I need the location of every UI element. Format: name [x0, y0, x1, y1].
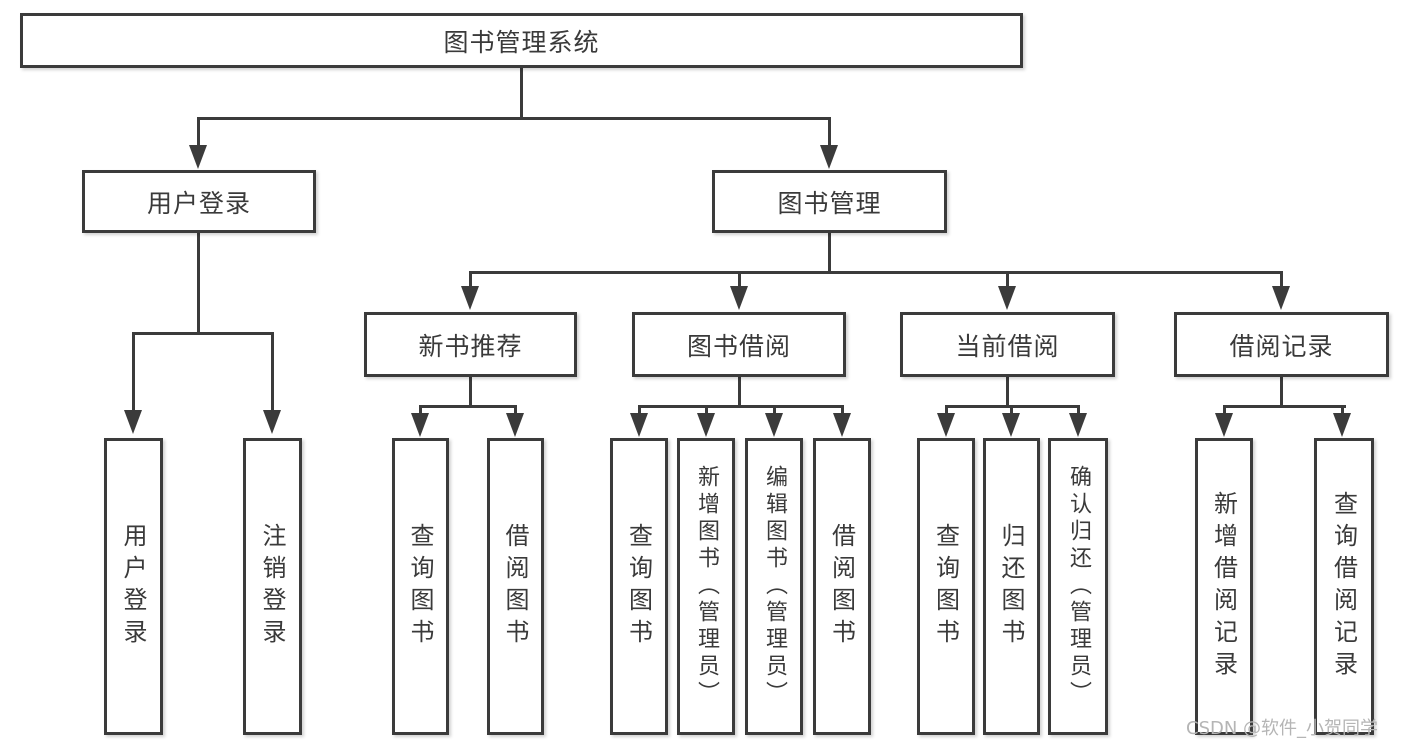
leaf-user-login: 用户登录	[104, 438, 163, 735]
leaf-borrow-book-label: 借阅图书	[827, 522, 856, 651]
leaf-query-book-borrow-label: 查询图书	[624, 522, 653, 651]
leaf-query-book-borrow: 查询图书	[610, 438, 668, 735]
node-new-book-recommend-label: 新书推荐	[418, 331, 523, 361]
node-current-borrow-label: 当前借阅	[955, 331, 1060, 361]
node-current-borrow: 当前借阅	[900, 312, 1115, 377]
arrow-down-icon	[1272, 286, 1290, 310]
connector-line	[520, 68, 523, 118]
connector-line	[469, 271, 472, 291]
arrow-down-icon	[189, 145, 207, 169]
leaf-query-book-current: 查询图书	[917, 438, 975, 735]
leaf-borrow-book-recommend: 借阅图书	[487, 438, 544, 735]
node-user-login: 用户登录	[82, 170, 316, 233]
leaf-return-book: 归还图书	[983, 438, 1040, 735]
node-root-label: 图书管理系统	[443, 27, 600, 57]
connector-line	[419, 405, 422, 417]
connector-line	[1006, 377, 1009, 408]
connector-line	[773, 405, 776, 417]
connector-line	[1010, 405, 1013, 417]
leaf-query-book-recommend-label: 查询图书	[406, 522, 434, 651]
arrow-down-icon	[765, 413, 783, 437]
arrow-down-icon	[506, 413, 524, 437]
node-book-borrow-label: 图书借阅	[686, 331, 791, 361]
arrow-down-icon	[411, 413, 429, 437]
connector-line	[945, 405, 948, 417]
node-user-login-label: 用户登录	[146, 188, 251, 218]
connector-line	[1341, 405, 1344, 417]
arrow-down-icon	[630, 413, 648, 437]
node-book-management-label: 图书管理	[777, 188, 882, 218]
leaf-logout: 注销登录	[243, 438, 302, 735]
arrow-down-icon	[833, 413, 851, 437]
arrow-down-icon	[124, 410, 142, 434]
leaf-query-borrow-record: 查询借阅记录	[1314, 438, 1374, 735]
arrow-down-icon	[998, 286, 1016, 310]
node-book-management: 图书管理	[712, 170, 947, 233]
connector-line	[738, 377, 741, 408]
leaf-query-book-current-label: 查询图书	[931, 522, 960, 651]
connector-line	[1280, 377, 1283, 408]
leaf-add-borrow-record-label: 新增借阅记录	[1209, 490, 1238, 683]
arrow-down-icon	[1215, 413, 1233, 437]
connector-line	[828, 233, 831, 274]
connector-line	[197, 117, 831, 120]
connector-line	[841, 405, 844, 417]
leaf-edit-book-admin-label: 编辑图书（管理员）	[762, 465, 787, 708]
connector-line	[1006, 271, 1009, 291]
node-borrow-record-label: 借阅记录	[1229, 331, 1334, 361]
leaf-edit-book-admin: 编辑图书（管理员）	[745, 438, 803, 735]
leaf-query-borrow-record-label: 查询借阅记录	[1329, 490, 1358, 683]
connector-line	[514, 405, 517, 417]
arrow-down-icon	[1002, 413, 1020, 437]
node-root: 图书管理系统	[20, 13, 1023, 68]
connector-line	[738, 271, 741, 291]
leaf-query-book-recommend: 查询图书	[392, 438, 449, 735]
connector-line	[638, 405, 641, 417]
connector-line	[638, 405, 844, 408]
connector-line	[132, 332, 135, 414]
arrow-down-icon	[730, 286, 748, 310]
leaf-confirm-return-admin-label: 确认归还（管理员）	[1066, 465, 1091, 708]
arrow-down-icon	[697, 413, 715, 437]
arrow-down-icon	[461, 286, 479, 310]
connector-line	[1280, 271, 1283, 291]
leaf-borrow-book-recommend-label: 借阅图书	[501, 522, 529, 651]
connector-line	[469, 271, 1283, 274]
arrow-down-icon	[937, 413, 955, 437]
connector-line	[197, 233, 200, 335]
leaf-return-book-label: 归还图书	[997, 522, 1025, 651]
leaf-logout-label: 注销登录	[258, 522, 286, 651]
leaf-user-login-label: 用户登录	[119, 522, 147, 651]
arrow-down-icon	[263, 410, 281, 434]
leaf-add-book-admin: 新增图书（管理员）	[677, 438, 735, 735]
csdn-watermark: CSDN @软件_小贺同学	[1186, 718, 1379, 739]
node-book-borrow: 图书借阅	[632, 312, 846, 377]
leaf-borrow-book: 借阅图书	[813, 438, 871, 735]
connector-line	[469, 377, 472, 408]
leaf-add-book-admin-label: 新增图书（管理员）	[694, 465, 719, 708]
leaf-add-borrow-record: 新增借阅记录	[1195, 438, 1253, 735]
arrow-down-icon	[1333, 413, 1351, 437]
connector-line	[1223, 405, 1346, 408]
arrow-down-icon	[820, 145, 838, 169]
connector-line	[1077, 405, 1080, 417]
node-borrow-record: 借阅记录	[1174, 312, 1389, 377]
connector-line	[132, 332, 274, 335]
connector-line	[271, 332, 274, 414]
connector-line	[828, 117, 831, 149]
node-new-book-recommend: 新书推荐	[364, 312, 577, 377]
arrow-down-icon	[1069, 413, 1087, 437]
connector-line	[705, 405, 708, 417]
connector-line	[1223, 405, 1226, 417]
connector-line	[197, 117, 200, 149]
connector-line	[419, 405, 517, 408]
leaf-confirm-return-admin: 确认归还（管理员）	[1048, 438, 1108, 735]
